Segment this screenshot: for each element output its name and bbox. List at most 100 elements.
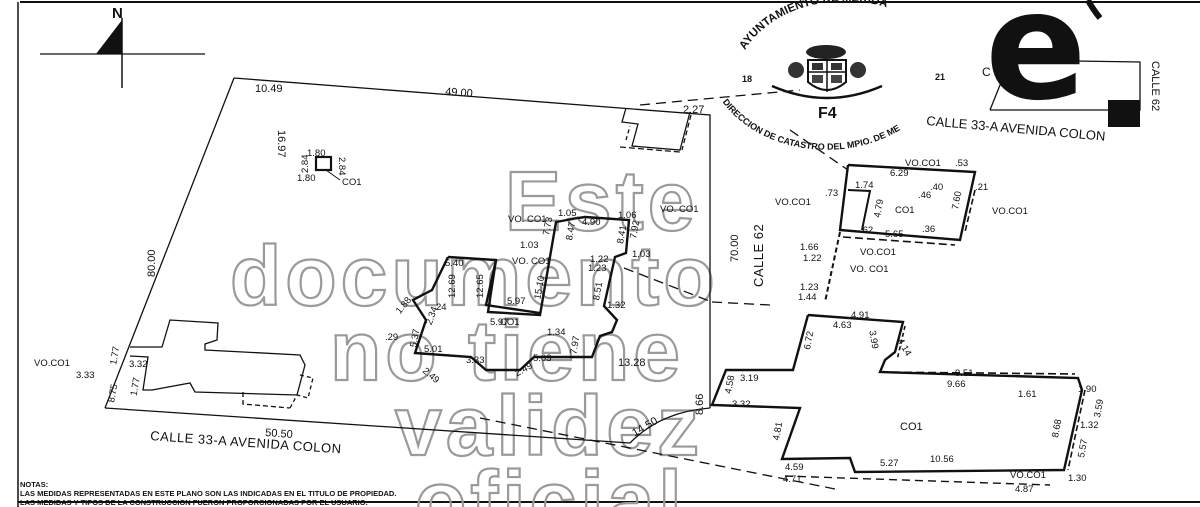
notes-block: NOTAS: LAS MEDIDAS REPRESENTADAS EN ESTE…	[20, 480, 396, 507]
dim-small-left: 2.84	[300, 155, 311, 174]
ne-dim: 4.79	[872, 198, 886, 218]
dim-north-west: 10.49	[255, 83, 283, 95]
cb-vo-label: VO. CO1	[660, 204, 699, 215]
se-dim: 8.68	[1050, 418, 1064, 438]
se-dim: 4.63	[833, 320, 852, 331]
se-dim: 4.58	[723, 375, 737, 395]
se-dim: 9.51	[955, 368, 974, 379]
cb-dim: 5.97	[490, 317, 509, 328]
ne-dim: 6.29	[890, 168, 909, 179]
sheet-frame	[17, 1, 1200, 507]
cb-dim: 5.37	[408, 328, 422, 348]
se-vo-label: VO.CO1	[1010, 470, 1046, 481]
cb-dim: 1.22	[590, 254, 609, 265]
small-structure: 1.80 1.80 2.84 2.84 CO1	[297, 148, 362, 188]
se-dim: 3.59	[1092, 398, 1106, 418]
dim-east-upper: 70.00	[729, 234, 741, 262]
ne-dim: .53	[955, 158, 968, 169]
ne-vo-label: VO.CO1	[905, 158, 941, 169]
se-dim: 4.81	[771, 421, 785, 441]
dim-east-lower: 8.66	[694, 394, 706, 415]
ne-dim: .40	[930, 182, 943, 193]
ne-vo-label: VO. CO1	[850, 264, 889, 275]
dim-north-east: 2.27	[683, 104, 704, 116]
se-dim: 4.87	[1015, 484, 1034, 495]
west-structure	[129, 319, 314, 409]
svg-text:AYUNTAMIENTO DE MERIDA: AYUNTAMIENTO DE MERIDA	[737, 0, 889, 52]
lot-boundary	[104, 77, 849, 491]
ne-dim: 1.74	[855, 180, 874, 191]
west-dim-2: 3.33	[76, 370, 95, 381]
se-dim: 1.61	[1018, 389, 1037, 400]
watermark-line-3: no tiene	[330, 304, 684, 398]
seal-code: F4	[818, 105, 837, 122]
ne-dim: 1.44	[798, 292, 817, 303]
notes-line-1: LAS MEDIDAS REPRESENTADAS EN ESTE PLANO …	[20, 489, 397, 498]
center-building-dims: 1.05 4.90 1.06 VO. CO1 VO. CO1 7.73 8.47…	[385, 204, 699, 386]
brand-logo-letter: e	[985, 0, 1087, 134]
northeast-building	[824, 163, 977, 303]
west-vo-label: VO.CO1	[34, 358, 70, 369]
west-dim-4: 8.75	[106, 383, 120, 403]
ne-dim: 5.65	[885, 229, 904, 240]
cb-dim: 8.41	[615, 225, 629, 245]
cb-dim: 12.69	[447, 274, 458, 298]
cb-dim: 7.97	[568, 335, 582, 355]
cb-dim: 24	[436, 302, 447, 313]
se-dim: 5.57	[1076, 438, 1090, 458]
cb-dim: 15.10	[532, 275, 547, 300]
brand-logo-e-icon: e	[985, 0, 1103, 134]
watermark-line-2: documento	[230, 229, 719, 323]
cb-label: CO1	[500, 317, 520, 328]
dim-north: 49.00	[445, 86, 473, 100]
north-arrow-icon: N	[40, 5, 205, 88]
ne-vo-label: VO.CO1	[992, 206, 1028, 217]
watermark: Este documento no tiene validez oficial	[229, 153, 719, 507]
ne-dim: 1.23	[800, 282, 819, 293]
se-dim: 3.99	[866, 330, 880, 350]
cb-dim: 5.97	[507, 296, 526, 307]
inset-side-label: CALLE 62	[1149, 61, 1161, 111]
cb-dim: 1.34	[547, 327, 566, 338]
se-dim: 1.90	[1078, 384, 1097, 395]
cb-dim: 1.06	[618, 210, 637, 221]
dim-south: 50.50	[265, 427, 293, 441]
street-east-label: CALLE 62	[751, 224, 766, 287]
cb-dim: 3.33	[466, 355, 485, 366]
watermark-line-1: Este	[505, 154, 698, 248]
notes-title: NOTAS:	[20, 480, 49, 489]
cb-dim: 7.92	[628, 220, 642, 240]
west-dim-3: 1.77	[108, 346, 122, 366]
se-label: CO1	[900, 421, 923, 433]
ne-dim: .21	[975, 182, 988, 193]
center-building	[411, 215, 631, 372]
seal-left-number: 18	[742, 74, 752, 84]
ne-vo-label: VO.CO1	[775, 197, 811, 208]
cb-dim: 1.03	[520, 240, 539, 251]
west-dim-1: 3.32	[129, 359, 148, 370]
cb-vo-label: VO. CO1	[508, 214, 547, 225]
ne-label: CO1	[895, 205, 915, 216]
ne-dim: .46	[918, 190, 931, 201]
se-dim: 1.32	[1080, 420, 1099, 431]
se-dim: 1.30	[1068, 473, 1087, 484]
southeast-building	[710, 313, 1086, 486]
cb-dim: 8.51	[591, 281, 605, 301]
small-structure-label: CO1	[342, 177, 362, 188]
north-shed	[619, 107, 692, 153]
cb-dim: 4.90	[582, 217, 601, 228]
southeast-building-dims: 4.91 4.63 6.72 3.99 4.14 9.51 9.66 1.90 …	[723, 310, 1106, 495]
se-dim: 4.59	[785, 462, 804, 473]
ne-dim: .36	[922, 224, 935, 235]
cb-dim: .29	[385, 332, 398, 343]
northeast-building-dims: VO.CO1 .53 6.29 1.74 .40 .46 .21 .73 VO.…	[775, 158, 1028, 303]
watermark-line-4: validez	[395, 379, 703, 473]
dim-small-top: 1.80	[307, 148, 326, 159]
se-dim: 5.27	[880, 458, 899, 469]
ne-dim: .73	[825, 188, 838, 199]
ne-dim: 1.22	[803, 253, 822, 264]
cb-dim: 1.32	[607, 300, 626, 311]
west-structure-dims: VO.CO1 3.32 3.33 1.77 8.75 1.77	[34, 346, 148, 404]
